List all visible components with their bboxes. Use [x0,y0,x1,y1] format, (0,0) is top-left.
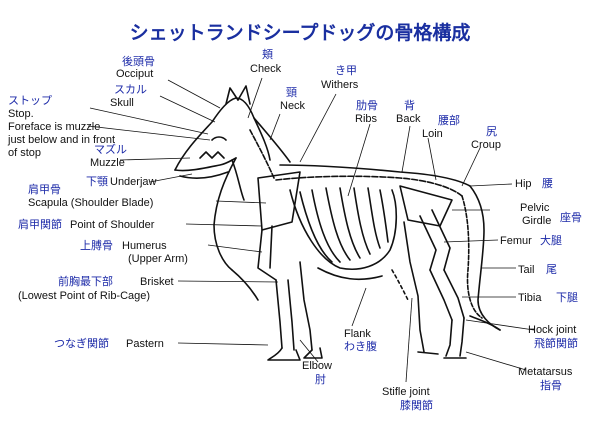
label-ribs-en: Ribs [355,113,378,125]
label-hock-en: Hock joint [528,324,577,336]
label-cheek-en: Check [250,63,282,75]
label-elbow-en: Elbow [302,360,332,372]
label-femur-jp: 大腿 [540,235,562,247]
label-scapula-en: Scapula (Shoulder Blade) [28,197,154,209]
label-stop-en: Stop. [8,108,34,120]
label-stifle-jp: 膝関節 [400,400,433,412]
label-hip-jp: 腰 [542,178,553,190]
label-foreface-line3: of stop [8,147,42,159]
label-underjaw-jp: 下顎 [86,176,108,188]
label-withers-en: Withers [321,79,359,91]
label-foreface-line2: just below and in front [8,134,116,146]
label-cheek-jp: 頬 [262,49,273,61]
label-scapula-jp: 肩甲骨 [28,184,61,196]
label-occiput-en: Occiput [116,68,154,80]
label-muzzle-jp: マズル [94,144,127,156]
label-shoulder-jp: 肩甲関節 [18,219,62,231]
label-stifle-en: Stifle joint [382,386,430,398]
label-flank-jp: わき腹 [344,341,377,353]
label-skull-en: Skull [110,97,134,109]
label-occiput-jp: 後頭骨 [122,56,155,68]
label-humerus-jp: 上膊骨 [80,240,113,252]
label-loin-en: Loin [422,128,443,140]
label-humerus-en: Humerus [122,240,167,252]
label-underjaw-en: Underjaw [110,176,157,188]
label-withers-jp: き甲 [335,65,357,77]
label-muzzle-en: Muzzle [90,157,125,169]
label-brisket-sub: (Lowest Point of Rib-Cage) [18,290,151,302]
label-pelvic-jp: 座骨 [560,212,582,224]
label-loin-jp: 腰部 [438,115,460,127]
label-shoulder-en: Point of Shoulder [70,219,155,231]
label-croup-en: Croup [471,139,501,151]
label-flank-en: Flank [344,328,371,340]
label-tail-jp: 尾 [546,264,557,276]
label-brisket-en: Brisket [140,276,174,288]
label-ribs-jp: 肋骨 [356,100,378,112]
label-brisket-jp: 前胸最下部 [58,276,113,288]
label-tail-en: Tail [518,264,535,276]
label-hock-jp: 飛節関節 [534,338,578,350]
label-back-en: Back [396,113,421,125]
label-metatarsus-en: Metatarsus [518,366,573,378]
label-back-jp: 背 [404,100,415,112]
label-pastern-jp: つなぎ関節 [54,338,109,350]
label-upperarm-en: (Upper Arm) [128,253,188,265]
label-tibia-jp: 下腿 [556,292,578,304]
label-neck-en: Neck [280,100,306,112]
diagram-title: シェットランドシープドッグの骨格構成 [129,22,471,44]
label-skull-jp: スカル [114,84,147,96]
label-pelvic-en: Pelvic [520,202,550,214]
label-stop-jp: ストップ [8,95,52,107]
label-elbow-jp: 肘 [315,374,326,386]
label-pastern-en: Pastern [126,338,164,350]
label-foreface-line1: Foreface is muzzle [8,121,101,133]
label-croup-jp: 尻 [486,126,497,138]
label-neck-jp: 頸 [286,87,297,99]
label-tibia-en: Tibia [518,292,542,304]
label-hip-en: Hip [515,178,532,190]
label-girdle-en: Girdle [522,215,552,227]
label-femur-en: Femur [500,235,532,247]
label-metatarsus-jp: 指骨 [540,380,562,392]
